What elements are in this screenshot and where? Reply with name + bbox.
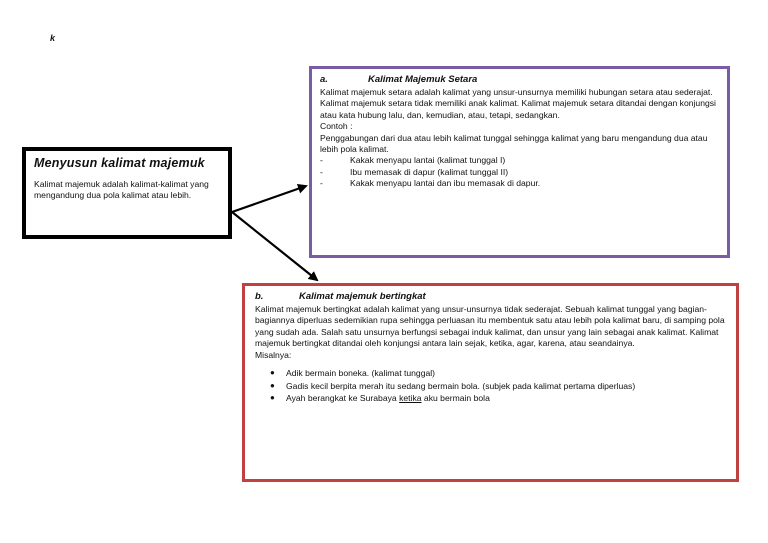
list-item: - Kakak menyapu lantai dan ibu memasak di… xyxy=(320,178,719,189)
list-item: ● Ayah berangkat ke Surabaya ketika aku b… xyxy=(255,392,726,405)
example-text: Gadis kecil berpita merah itu sedang ber… xyxy=(286,380,636,391)
section-a-example-list: - Kakak menyapu lantai (kalimat tunggal I… xyxy=(320,155,719,189)
main-topic-box: Menyusun kalimat majemuk Kalimat majemuk… xyxy=(22,147,232,239)
section-a-example-label: Contoh : xyxy=(320,121,353,132)
example-text-part: Ayah berangkat ke Surabaya xyxy=(286,393,400,404)
bullet-icon: ● xyxy=(270,393,275,403)
section-b-title: Kalimat majemuk bertingkat xyxy=(299,291,426,302)
bullet-icon: ● xyxy=(270,368,275,378)
section-a-letter: a. xyxy=(320,74,328,85)
main-topic-description: Kalimat majemuk adalah kalimat-kalimat y… xyxy=(34,179,209,200)
example-text: Adik bermain boneka. (kalimat tunggal) xyxy=(286,368,436,379)
arrow-to-section-a xyxy=(231,183,308,214)
section-b-letter: b. xyxy=(255,291,264,302)
list-item: ● Adik bermain boneka. (kalimat tunggal) xyxy=(255,367,726,380)
section-b-example-label: Misalnya: xyxy=(255,349,292,360)
list-item: ● Gadis kecil berpita merah itu sedang be… xyxy=(255,380,726,393)
arrow-to-section-b xyxy=(231,211,319,282)
section-b-body: Kalimat majemuk bertingkat adalah kalima… xyxy=(255,304,725,349)
section-a-heading: a. Kalimat Majemuk Setara xyxy=(320,74,719,85)
underlined-conjunction: ketika xyxy=(399,393,422,404)
main-topic-title: Menyusun kalimat majemuk xyxy=(34,156,205,170)
dash-marker: - xyxy=(320,155,323,166)
section-a-example-intro: Penggabungan dari dua atau lebih kalimat… xyxy=(320,132,708,155)
section-b-box: b. Kalimat majemuk bertingkat Kalimat ma… xyxy=(242,283,739,482)
dash-marker: - xyxy=(320,178,323,189)
list-item: - Kakak menyapu lantai (kalimat tunggal I… xyxy=(320,155,719,166)
corner-mark: k xyxy=(50,33,56,43)
section-a-box: a. Kalimat Majemuk Setara Kalimat majemu… xyxy=(309,66,730,258)
example-text: Kakak menyapu lantai (kalimat tunggal I) xyxy=(350,155,506,166)
example-text-part: aku bermain bola xyxy=(421,393,490,404)
bullet-icon: ● xyxy=(270,380,275,390)
list-item: - Ibu memasak di dapur (kalimat tunggal I… xyxy=(320,167,719,178)
example-text: Ayah berangkat ke Surabaya ketika aku be… xyxy=(286,392,490,405)
section-b-heading: b. Kalimat majemuk bertingkat xyxy=(255,291,726,302)
section-b-example-list: ●Adik bermain boneka. (kalimat tunggal) … xyxy=(255,367,726,405)
section-a-body: Kalimat majemuk setara adalah kalimat ya… xyxy=(320,87,716,120)
example-text: Kakak menyapu lantai dan ibu memasak di … xyxy=(350,178,541,189)
dash-marker: - xyxy=(320,166,323,177)
section-a-title: Kalimat Majemuk Setara xyxy=(368,74,478,85)
example-text: Ibu memasak di dapur (kalimat tunggal II… xyxy=(350,166,509,177)
